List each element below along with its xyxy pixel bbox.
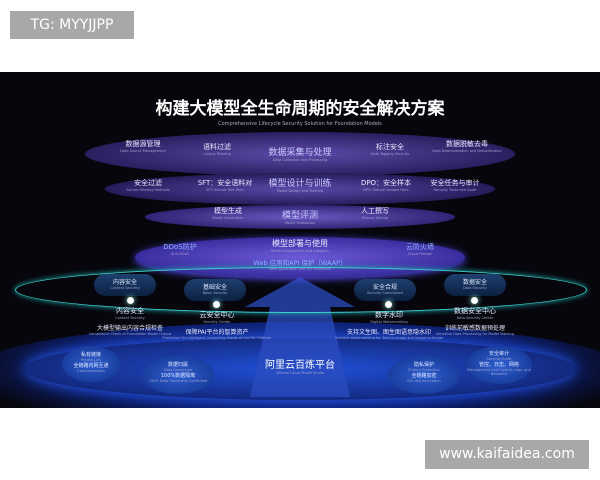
- ring-node-dot: [127, 297, 134, 304]
- ring-node-dot: [213, 301, 220, 308]
- layer2-disc: [105, 173, 495, 205]
- page-subtitle: Comprehensive Lifecycle Security Solutio…: [218, 121, 382, 127]
- watermark: www.kaifaidea.com: [425, 440, 589, 469]
- ring-node-dot: [471, 297, 478, 304]
- ring-node-dot: [385, 301, 392, 308]
- layer3-disc: [145, 205, 455, 229]
- layer1-disc: [85, 132, 515, 176]
- waap-label: Web 应用和API 保护（WAAP）Web Application and A…: [253, 259, 347, 271]
- security-ring: [15, 267, 587, 313]
- slide: 构建大模型全生命周期的安全解决方案 Comprehensive Lifecycl…: [0, 72, 600, 408]
- page-title: 构建大模型全生命周期的安全解决方案: [155, 99, 445, 119]
- tg-label: TG: MYYJJPP: [10, 11, 134, 39]
